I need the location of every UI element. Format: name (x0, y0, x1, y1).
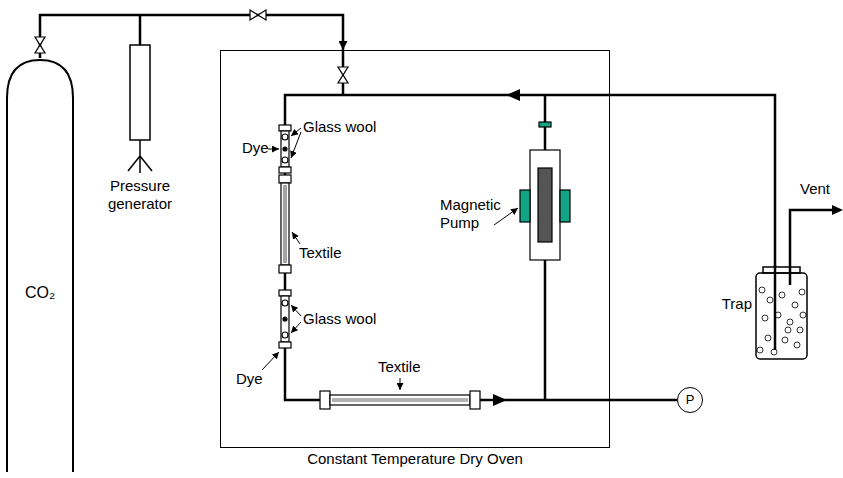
magnetic-pump (520, 122, 570, 260)
part-label: Vent (800, 180, 830, 198)
cylinder-outline (5, 58, 75, 474)
part-label: Dye (242, 139, 269, 157)
part-label: Magnetic Pump (440, 196, 512, 232)
jar-outline (755, 265, 808, 360)
part-label: Textile (299, 244, 342, 262)
dye-and-textile-columns (279, 125, 480, 409)
flow-arrows (493, 89, 520, 406)
pressure-generator (128, 15, 152, 173)
valves (35, 10, 348, 83)
leader-lines (262, 128, 518, 390)
part-label: Pressure generator (95, 177, 185, 213)
part-label: Textile (378, 358, 421, 376)
pipe-connector (610, 95, 775, 267)
node-label: CO₂ (5, 283, 75, 302)
node-label: Constant Temperature Dry Oven (221, 450, 609, 468)
part-label: Glass wool (303, 310, 376, 328)
oven-enclosure: Constant Temperature Dry Oven (220, 50, 610, 448)
trap-bubbles (757, 287, 806, 355)
node-label: P (678, 392, 702, 408)
oven-piping (285, 50, 610, 400)
vent-arrow (832, 205, 843, 215)
pipe-connector (610, 399, 677, 402)
trap-jar: Trap (755, 265, 808, 360)
part-label: Dye (236, 370, 263, 388)
pressure-gauge: P (677, 387, 703, 413)
pipe-connector (40, 15, 343, 58)
node-label: Trap (722, 295, 752, 313)
gas-cylinder: CO₂ (5, 58, 75, 474)
part-label: Glass wool (303, 118, 376, 136)
